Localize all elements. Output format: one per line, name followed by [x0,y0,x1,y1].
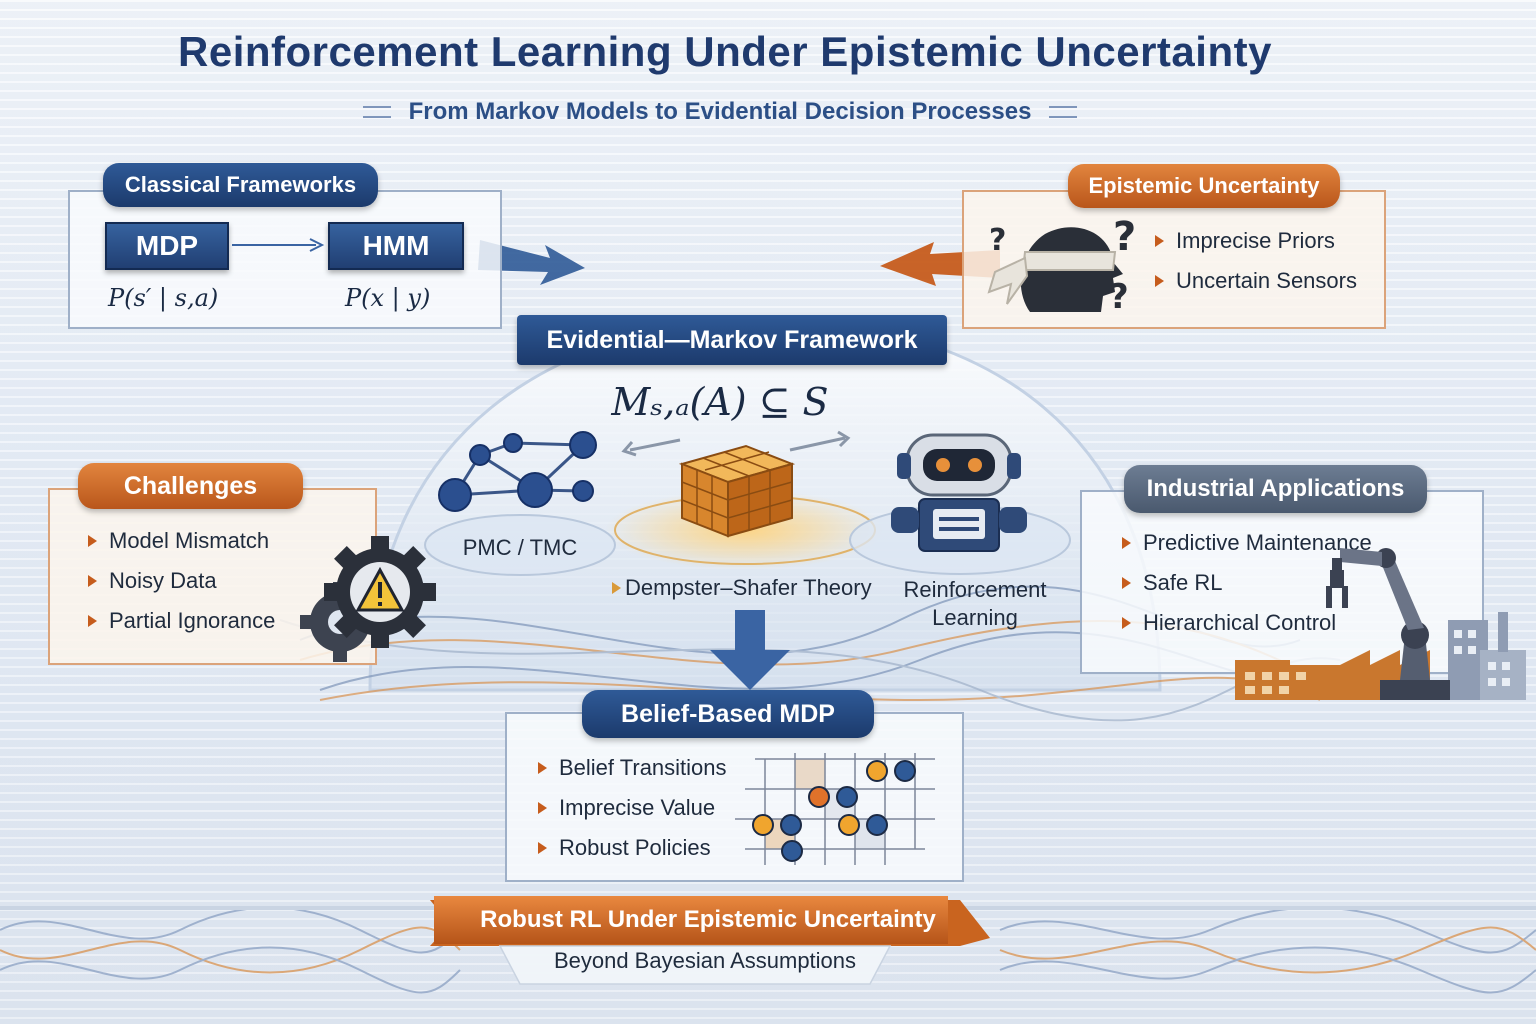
network-graph-icon [438,431,597,512]
subtitle-rule-left [362,106,391,118]
hmm-formula: P(x | y) [345,284,431,312]
page-subtitle: From Markov Models to Evidential Decisio… [408,98,1032,125]
list-item: Imprecise Priors [1155,228,1357,254]
epistemic-uncertainty-label: Epistemic Uncertainty [1068,164,1340,208]
bullet-icon [538,842,547,854]
belief-list: Belief Transitions Imprecise Value Robus… [538,755,727,875]
hmm-box: HMM [328,222,464,270]
arrow-classical-to-center [478,240,585,285]
svg-text:?: ? [1109,277,1129,317]
list-item: Belief Transitions [538,755,727,781]
list-item: Imprecise Value [538,795,727,821]
list-item: Predictive Maintenance [1122,530,1372,556]
mass-function-formula: Mₛ,ₐ(A) ⊆ S [611,380,829,424]
svg-text:?: ? [989,223,1006,258]
mdp-formula: P(s′ | s,a) [108,284,219,312]
bullet-icon [1122,537,1131,549]
belief-cube-icon [678,444,796,538]
reinforcement-learning-label: Reinforcement Learning [903,577,1047,630]
classical-frameworks-label: Classical Frameworks [103,163,378,207]
subtitle-row: From Markov Models to Evidential Decisio… [0,98,1440,126]
list-item: Robust Policies [538,835,727,861]
bullet-icon [538,762,547,774]
belief-mdp-panel [505,712,964,882]
footer-banner-shape [430,896,990,985]
industrial-list: Predictive Maintenance Safe RL Hierarchi… [1122,530,1372,650]
blindfolded-head-icon: ? ? ? [987,214,1136,317]
challenges-list: Model Mismatch Noisy Data Partial Ignora… [88,528,275,648]
bullet-icon [88,535,97,547]
bullet-icon [88,615,97,627]
bullet-icon [1155,275,1164,287]
mdp-to-hmm-arrow [232,238,325,252]
pmc-tmc-label: PMC / TMC [462,535,578,560]
arrow-center-to-belief [710,610,790,690]
evidential-markov-label: Evidential—Markov Framework [517,315,947,365]
dempster-shafer-label: Dempster–Shafer Theory [612,575,872,601]
subtitle-rule-right [1049,106,1078,118]
footer-banner-text: Robust RL Under Epistemic Uncertainty [480,906,936,933]
bullet-icon [1122,617,1131,629]
page-title: Reinforcement Learning Under Epistemic U… [178,28,1272,75]
industrial-applications-label: Industrial Applications [1124,465,1427,513]
svg-text:?: ? [1113,214,1136,260]
bullet-icon [612,582,621,594]
mdp-box: MDP [105,222,229,270]
list-item: Model Mismatch [88,528,275,554]
list-item: Noisy Data [88,568,275,594]
robot-icon [891,433,1027,552]
bullet-icon [1155,235,1164,247]
belief-mdp-label: Belief-Based MDP [582,690,874,738]
list-item: Partial Ignorance [88,608,275,634]
list-item: Safe RL [1122,570,1372,596]
list-item: Hierarchical Control [1122,610,1372,636]
bullet-icon [88,575,97,587]
footer-tagline: Beyond Bayesian Assumptions [553,948,857,973]
bullet-icon [538,802,547,814]
list-item: Uncertain Sensors [1155,268,1357,294]
warning-gear-icon [300,536,436,662]
factory-robot-arm-icon [1235,548,1526,700]
belief-grid-icon [735,753,935,865]
epistemic-list: Imprecise Priors Uncertain Sensors [1155,228,1357,308]
challenges-label: Challenges [78,463,303,509]
bullet-icon [1122,577,1131,589]
